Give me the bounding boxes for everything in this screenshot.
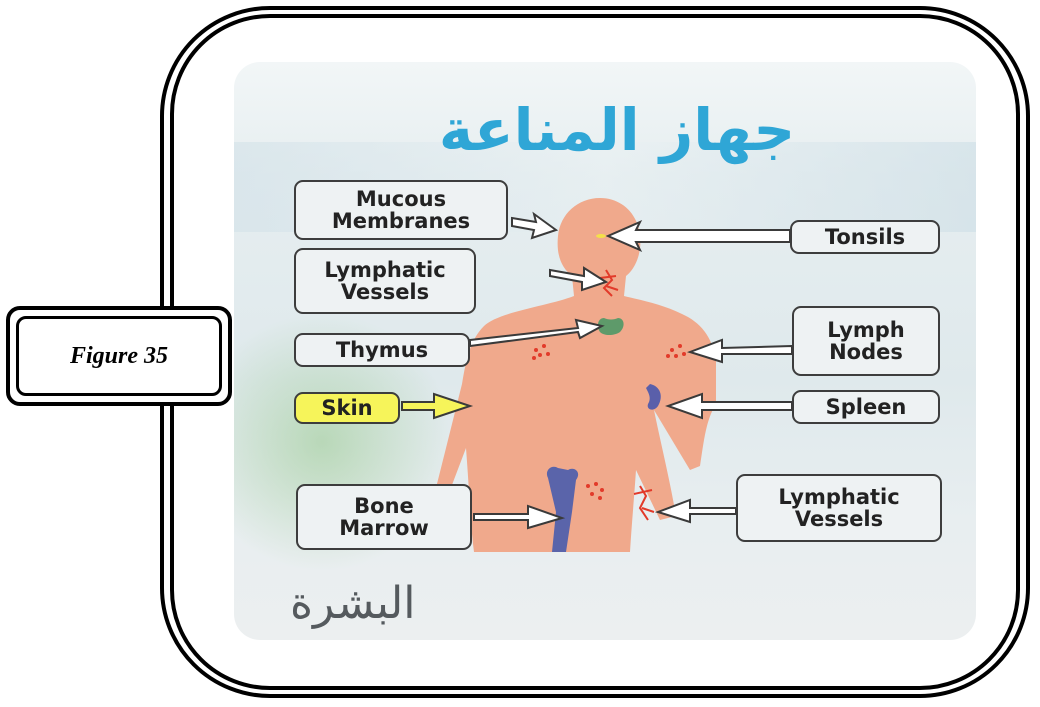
label-lymph-nodes-text: Lymph Nodes (827, 319, 905, 363)
label-lymphatic-vessels-leg-text: Lymphatic Vessels (778, 486, 899, 530)
body-shape (432, 198, 716, 552)
label-lymphatic-vessels-neck-text: Lymphatic Vessels (324, 259, 445, 303)
label-tonsils-text: Tonsils (825, 226, 905, 248)
label-lymphatic-vessels-neck: Lymphatic Vessels (294, 248, 476, 314)
label-skin: Skin (294, 392, 400, 424)
arrow-tonsils (608, 222, 790, 250)
label-mucous-membranes-text: Mucous Membranes (332, 188, 470, 232)
arrow-mucous (512, 214, 556, 238)
label-lymphatic-vessels-leg: Lymphatic Vessels (736, 474, 942, 542)
label-skin-text: Skin (321, 397, 372, 419)
label-tonsils: Tonsils (790, 220, 940, 254)
label-bone-marrow: Bone Marrow (296, 484, 472, 550)
label-lymph-nodes: Lymph Nodes (792, 306, 940, 376)
label-spleen: Spleen (792, 390, 940, 424)
label-bone-marrow-text: Bone Marrow (339, 495, 429, 539)
figure-label-box: Figure 35 (16, 316, 222, 396)
figure-label: Figure 35 (70, 343, 168, 370)
label-mucous-membranes: Mucous Membranes (294, 180, 508, 240)
label-thymus: Thymus (294, 333, 470, 367)
label-thymus-text: Thymus (336, 339, 428, 361)
tonsil-mark (596, 234, 606, 238)
body-silhouette (432, 198, 716, 552)
label-spleen-text: Spleen (826, 396, 907, 418)
